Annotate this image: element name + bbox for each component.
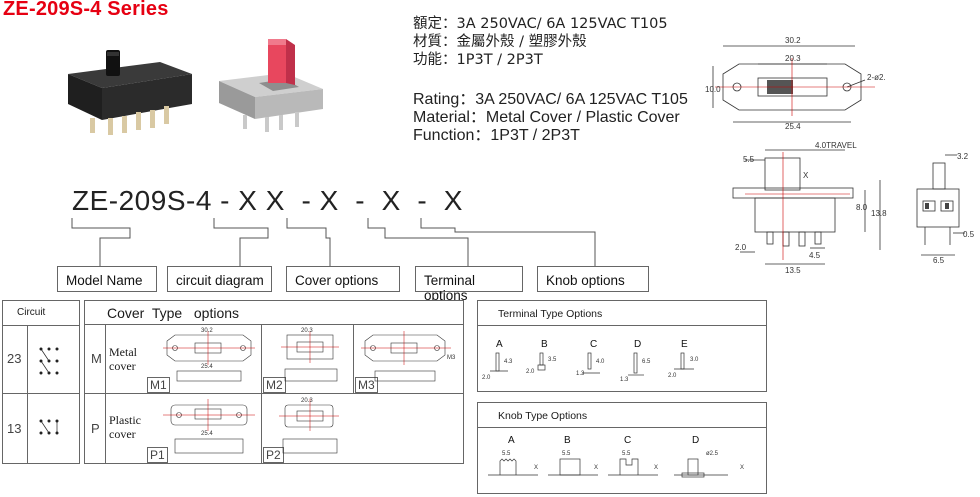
circuit-row-23: 23 bbox=[7, 351, 22, 366]
term-dim-2: 2.0 bbox=[526, 369, 535, 375]
knob-dim-a-w: 5.5 bbox=[502, 451, 511, 457]
terminal-drawings: 2.0 4.3 2.0 3.5 1.3 4.0 1.3 6.5 2.0 3.0 bbox=[482, 352, 699, 383]
cover-p2-drawing: 20.3 bbox=[279, 398, 339, 454]
cover-m2-drawing: 20.3 bbox=[281, 328, 339, 382]
option-box-terminal-options: Terminal options bbox=[415, 266, 523, 303]
knob-dim-c-w: 5.5 bbox=[622, 451, 631, 457]
term-dim-8: 2.0 bbox=[668, 373, 677, 379]
term-dim-5: 4.0 bbox=[596, 359, 605, 365]
cover-cell-m2: M2 bbox=[263, 377, 286, 393]
term-dim-0: 2.0 bbox=[482, 375, 491, 381]
dim-length: 13.5 bbox=[785, 266, 801, 275]
drawing-end-view: 3.2 0.5 6.5 bbox=[916, 152, 975, 265]
term-dim-4: 1.3 bbox=[576, 371, 585, 377]
spec-cn-function: 功能：1P3T / 2P3T bbox=[413, 52, 543, 68]
terminal-type-a: A bbox=[496, 339, 503, 350]
knob-dim-d-x: X bbox=[740, 465, 744, 471]
knob-dim-d-d: ø2.5 bbox=[706, 451, 719, 457]
dim-inner-width: 20.3 bbox=[785, 54, 801, 63]
cover-cell-p1: P1 bbox=[147, 447, 168, 463]
dim-x: X bbox=[803, 171, 809, 180]
term-dim-9: 3.0 bbox=[690, 357, 699, 363]
dim-side-pin: 0.5 bbox=[963, 230, 975, 239]
dim-height: 10.0 bbox=[705, 85, 721, 94]
product-photo-metal bbox=[68, 50, 192, 135]
dim-side-width: 6.5 bbox=[933, 256, 945, 265]
cover-row-p-code: P bbox=[91, 421, 100, 436]
knob-panel: Knob Type Options A B C D 5.5 5.5 5.5 ø2… bbox=[477, 402, 767, 494]
cover-row-m-name: Metal cover bbox=[109, 345, 137, 373]
circuit-row-13: 13 bbox=[7, 421, 22, 436]
dim-hole: 2-ø2.5 bbox=[867, 73, 885, 82]
terminal-type-c: C bbox=[590, 339, 598, 350]
terminal-panel-title: Terminal Type Options bbox=[498, 308, 603, 320]
dim-side-top: 3.2 bbox=[957, 152, 969, 161]
knob-dim-c-x: X bbox=[654, 465, 658, 471]
part-number: ZE-209S-4 - X X - X - X - X bbox=[72, 185, 463, 216]
knob-type-d: D bbox=[692, 435, 700, 446]
product-photo-plastic bbox=[219, 39, 323, 132]
dim-h2: 13.8 bbox=[871, 209, 887, 218]
knob-type-a: A bbox=[508, 435, 515, 446]
drawing-top-view: 30.2 20.3 2-ø2.5 10.0 25.4 bbox=[705, 36, 885, 130]
knob-dim-b-x: X bbox=[594, 465, 598, 471]
terminal-panel: Terminal Type Options A B C D E 2.0 4.3 … bbox=[477, 300, 767, 392]
knob-type-b: B bbox=[564, 435, 571, 446]
circuit-header: Circuit bbox=[17, 307, 46, 318]
m2-dim-w2: 20.3 bbox=[301, 328, 313, 334]
terminal-type-e: E bbox=[681, 339, 688, 350]
dim-h1: 8.0 bbox=[856, 203, 868, 212]
knob-dim-a-x: X bbox=[534, 465, 538, 471]
cover-panel-title: Cover Type options bbox=[107, 305, 240, 321]
knob-drawings: 5.5 5.5 5.5 ø2.5 X X X X bbox=[488, 451, 744, 478]
knob-panel-title: Knob Type Options bbox=[498, 410, 588, 422]
series-title: ZE-209S-4 Series bbox=[3, 0, 169, 20]
cover-m3-drawing: M3 bbox=[361, 331, 456, 382]
option-box-knob-options: Knob options bbox=[537, 266, 649, 292]
part-number-leader-lines bbox=[71, 218, 596, 267]
cover-cell-m1: M1 bbox=[147, 377, 170, 393]
cover-panel: Cover Type options M P Metal cover Plast… bbox=[84, 300, 464, 464]
spec-cn-rating: 額定：3A 250VAC/ 6A 125VAC T105 bbox=[413, 16, 668, 32]
dim-pitch2: 4.5 bbox=[809, 251, 821, 260]
spec-chinese: 額定：3A 250VAC/ 6A 125VAC T105 材質：金屬外殼 / 塑… bbox=[413, 15, 668, 69]
term-dim-6: 1.3 bbox=[620, 377, 629, 383]
option-box-model-name: Model Name bbox=[57, 266, 157, 292]
spec-english: Rating：3A 250VAC/ 6A 125VAC T105 Materia… bbox=[413, 91, 688, 145]
circuit-panel: Circuit 23 13 bbox=[2, 300, 80, 464]
dim-bottom-width: 25.4 bbox=[785, 122, 801, 130]
term-dim-3: 3.5 bbox=[548, 357, 557, 363]
cover-row-p-name: Plastic cover bbox=[109, 413, 141, 441]
drawing-side-view: 5.5 4.0TRAVEL X 8.0 13.8 2.0 4.5 13.5 bbox=[732, 141, 887, 275]
terminal-type-d: D bbox=[634, 339, 642, 350]
p1-dim-b: 25.4 bbox=[201, 431, 213, 437]
circuit-diagram-23 bbox=[39, 347, 59, 375]
circuit-diagram-13 bbox=[39, 419, 59, 435]
option-box-cover-options: Cover options bbox=[286, 266, 400, 292]
terminal-type-b: B bbox=[541, 339, 548, 350]
cover-m1-drawing: 30.2 25.4 bbox=[163, 328, 255, 382]
p2-dim-w2: 20.3 bbox=[301, 398, 313, 404]
term-dim-7: 6.5 bbox=[642, 359, 651, 365]
dim-travel: 4.0TRAVEL bbox=[815, 141, 857, 150]
dim-knob-offset: 5.5 bbox=[743, 155, 755, 164]
m1-dim-b: 25.4 bbox=[201, 364, 213, 370]
spec-en-material: Material：Metal Cover / Plastic Cover bbox=[413, 109, 680, 126]
cover-row-m-code: M bbox=[91, 351, 102, 366]
dim-top-width: 30.2 bbox=[785, 36, 801, 45]
spec-en-function: Function：1P3T / 2P3T bbox=[413, 127, 580, 144]
m3-dim-m3: M3 bbox=[447, 355, 456, 361]
option-box-circuit-diagram: circuit diagram bbox=[167, 266, 272, 292]
cover-cell-p2: P2 bbox=[263, 447, 284, 463]
m1-dim-w1: 30.2 bbox=[201, 328, 213, 334]
spec-en-rating: Rating：3A 250VAC/ 6A 125VAC T105 bbox=[413, 91, 688, 108]
knob-dim-b-w: 5.5 bbox=[562, 451, 571, 457]
spec-cn-material: 材質：金屬外殼 / 塑膠外殼 bbox=[413, 34, 587, 50]
dim-pitch: 2.0 bbox=[735, 243, 747, 252]
knob-type-c: C bbox=[624, 435, 632, 446]
term-dim-1: 4.3 bbox=[504, 359, 513, 365]
cover-p1-drawing: 25.4 bbox=[163, 399, 255, 454]
cover-cell-m3: M3 bbox=[355, 377, 378, 393]
